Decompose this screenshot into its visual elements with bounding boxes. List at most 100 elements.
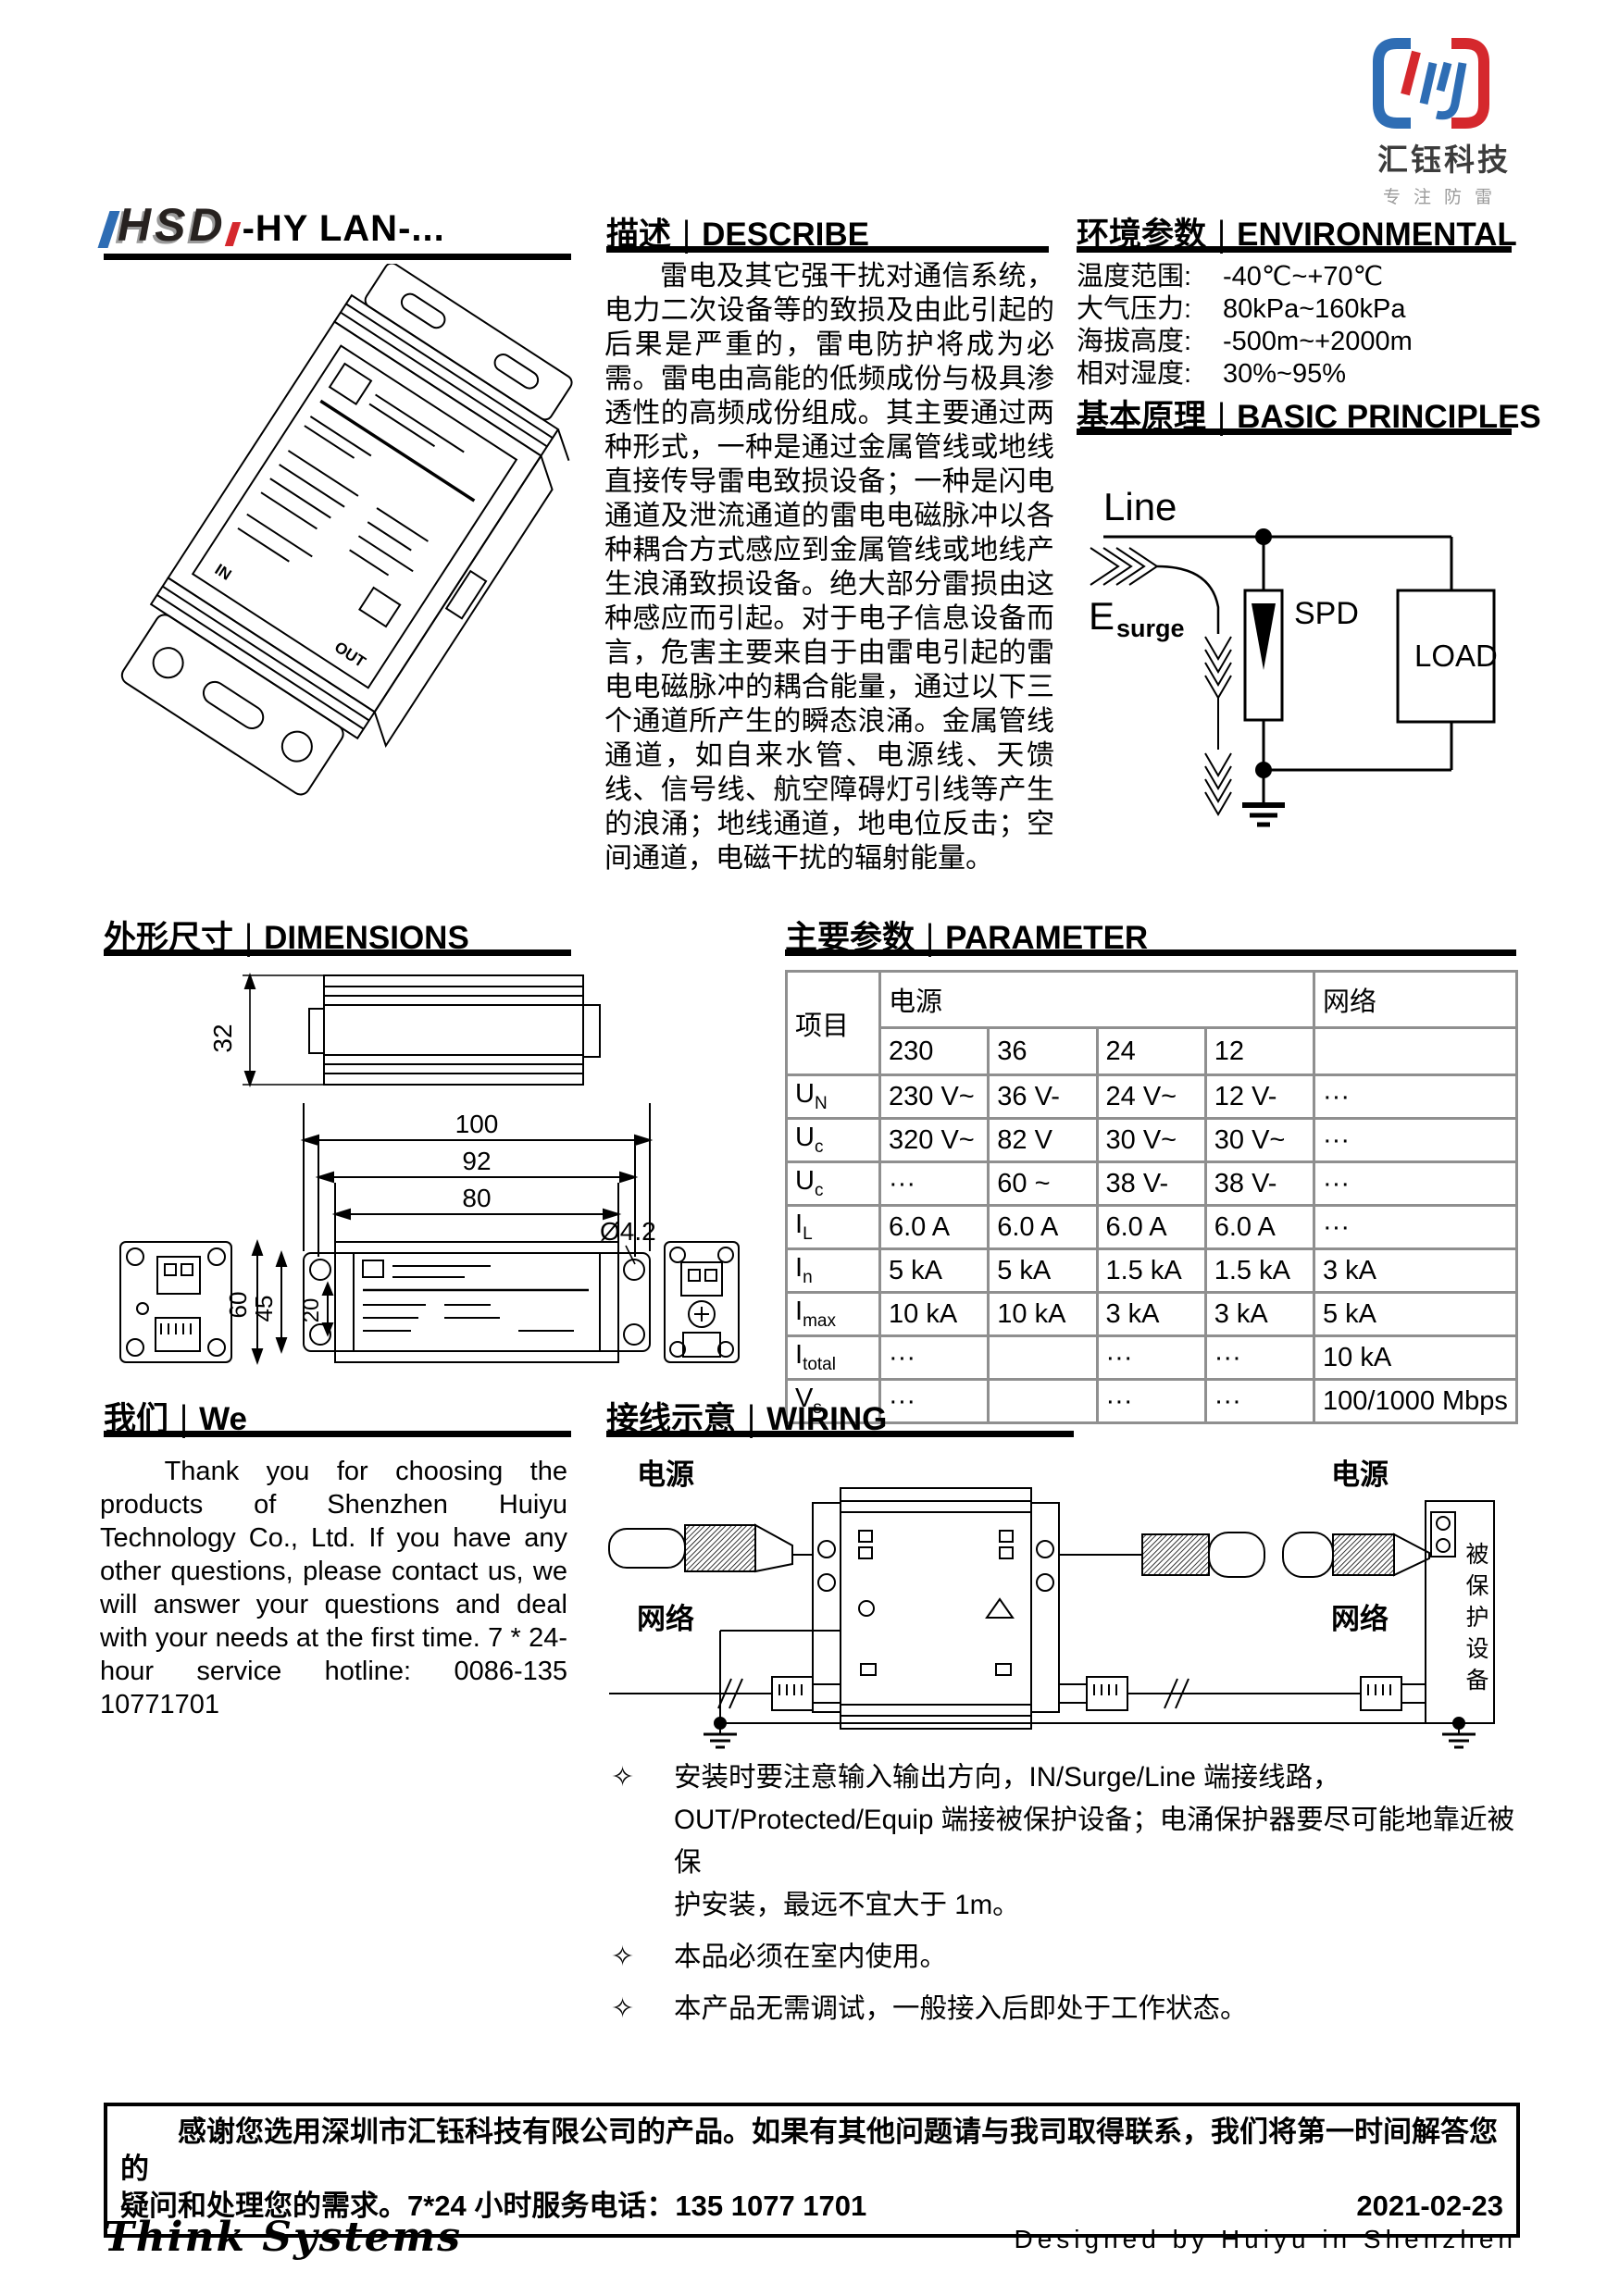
- param-cell: ···: [1313, 1074, 1518, 1120]
- param-row-label: Imax: [785, 1291, 881, 1337]
- param-model: 36: [987, 1026, 1099, 1076]
- param-cell: 6.0 A: [878, 1204, 990, 1250]
- param-cell: 3 kA: [1095, 1291, 1207, 1337]
- param-cell: 30 V~: [1203, 1117, 1316, 1163]
- param-cell: 38 V-: [1095, 1160, 1207, 1207]
- wiring-ground-bus: [714, 1630, 1465, 1730]
- param-cell: ···: [1313, 1160, 1518, 1207]
- param-row-label: Uc: [785, 1117, 881, 1163]
- describe-body: 雷电及其它强干扰对通信系统，电力二次设备等的致损及由此引起的后果是严重的，雷电防…: [604, 261, 1054, 874]
- env-row-value: -40℃~+70℃: [1223, 262, 1384, 292]
- dim-top-view: [243, 973, 601, 1087]
- esurge-sub-label: surge: [1116, 614, 1185, 642]
- spd-arrow-icon: [1252, 603, 1276, 670]
- device-isometric-drawing: IN OUT: [120, 264, 573, 796]
- env-row-value: 80kPa~160kPa: [1223, 294, 1406, 324]
- param-row: Itotal·········10 kA: [785, 1334, 1518, 1381]
- wiring-underline: [606, 1431, 1074, 1437]
- env-row: 相对湿度:30%~95%: [1077, 358, 1512, 391]
- circuit-line-label: Line: [1103, 485, 1177, 528]
- we-body: Thank you for choosing the products of S…: [100, 1457, 567, 1719]
- install-notes: ✧ 安装时要注意输入输出方向，IN/Surge/Line 端接线路， OUT/Pr…: [611, 1756, 1537, 2040]
- footer-box: 感谢您选用深圳市汇钰科技有限公司的产品。如果有其他问题请与我司取得联系，我们将第…: [104, 2103, 1520, 2238]
- dim-60-label: 60: [224, 1292, 252, 1319]
- footer-line1: 感谢您选用深圳市汇钰科技有限公司的产品。如果有其他问题请与我司取得联系，我们将第…: [120, 2116, 1498, 2185]
- title-underline: [104, 254, 571, 260]
- param-cell: 320 V~: [878, 1117, 990, 1163]
- title-model: HSD: [118, 199, 227, 251]
- we-underline: [104, 1431, 571, 1437]
- param-row: Uc···60 ~38 V-38 V-···: [785, 1160, 1518, 1207]
- param-cell: 3 kA: [1313, 1247, 1518, 1294]
- param-cell: ···: [878, 1378, 990, 1424]
- note-text: 安装时要注意输入输出方向，IN/Surge/Line 端接线路， OUT/Pro…: [674, 1762, 1515, 1920]
- principles-underline: [1077, 428, 1512, 435]
- param-row-label: Uc: [785, 1160, 881, 1207]
- note-item: ✧ 本品必须在室内使用。: [611, 1936, 1537, 1979]
- param-cell: 230 V~: [878, 1074, 990, 1120]
- param-cell: 6.0 A: [987, 1204, 1099, 1250]
- param-cell: 3 kA: [1203, 1291, 1316, 1337]
- env-row: 海拔高度:-500m~+2000m: [1077, 326, 1512, 358]
- note-item: ✧安装时要注意输入输出方向，IN/Surge/Line 端接线路， OUT/Pr…: [611, 1756, 1537, 1927]
- wiring-protected-label: 被保护设备: [1463, 1542, 1489, 1699]
- wiring-ground-left-icon: [704, 1723, 737, 1749]
- wiring-power-right-label: 电源: [1331, 1458, 1389, 1491]
- env-row: 温度范围: -40℃~+70℃: [1077, 261, 1512, 293]
- designed-by-text: Designed by Huiyu in Shenzhen: [1014, 2225, 1517, 2253]
- diamond-bullet-icon: ✧: [611, 1942, 635, 1972]
- think-systems-logo: Think Systems: [104, 2214, 463, 2261]
- environmental-underline: [1077, 246, 1512, 253]
- param-model: 12: [1203, 1026, 1316, 1076]
- param-cell: 10 kA: [878, 1291, 990, 1337]
- wiring-ground-right-icon: [1442, 1723, 1476, 1749]
- param-cell: 24 V~: [1095, 1074, 1207, 1120]
- param-row-label: UN: [785, 1074, 881, 1120]
- param-cell: ···: [1313, 1117, 1518, 1163]
- param-cell: ···: [1313, 1204, 1518, 1250]
- title-blue-slash-icon: [97, 211, 120, 248]
- wiring-network-left: [609, 1676, 841, 1711]
- spd-label: SPD: [1294, 596, 1359, 631]
- dim-32-label: 32: [208, 1024, 237, 1052]
- param-row-label: Itotal: [785, 1334, 881, 1381]
- param-cell: 5 kA: [987, 1247, 1099, 1294]
- param-cell: ···: [878, 1160, 990, 1207]
- dimensions-underline: [104, 949, 571, 956]
- param-cell: 12 V-: [1203, 1074, 1316, 1120]
- env-row-label: 温度范围:: [1077, 262, 1192, 292]
- param-cell: 1.5 kA: [1203, 1247, 1316, 1294]
- param-row-label: In: [785, 1247, 881, 1294]
- dim-right-side-view: [664, 1241, 740, 1363]
- wiring-power-left-label: 电源: [637, 1458, 694, 1491]
- dim-80-label: 80: [462, 1184, 491, 1212]
- param-cell: 36 V-: [987, 1074, 1099, 1120]
- brand-block: 汇钰科技 专注防雷: [1370, 37, 1518, 208]
- describe-underline: [606, 246, 1049, 253]
- note-text: 本品必须在室内使用。: [674, 1942, 948, 1972]
- param-cell: ···: [878, 1334, 990, 1381]
- param-cell: ···: [1095, 1378, 1207, 1424]
- param-cell: 82 V: [987, 1117, 1099, 1163]
- param-row-label: IL: [785, 1204, 881, 1250]
- param-cell: 6.0 A: [1203, 1204, 1316, 1250]
- esurge-label: E: [1089, 594, 1115, 638]
- surge-arrow-down1-icon: [1204, 636, 1232, 750]
- parameter-header-sep: |: [926, 918, 935, 958]
- env-row-label: 海拔高度:: [1077, 327, 1192, 356]
- note-text: 本产品无需调试，一般接入后即处于工作状态。: [674, 1993, 1248, 2024]
- dim-100-label: 100: [455, 1110, 499, 1138]
- env-row-value: 30%~95%: [1223, 359, 1347, 389]
- dim-front-view: [303, 1241, 651, 1363]
- param-cell: 10 kA: [987, 1291, 1099, 1337]
- param-col-item: 项目: [785, 970, 881, 1076]
- param-model: 230: [878, 1026, 990, 1076]
